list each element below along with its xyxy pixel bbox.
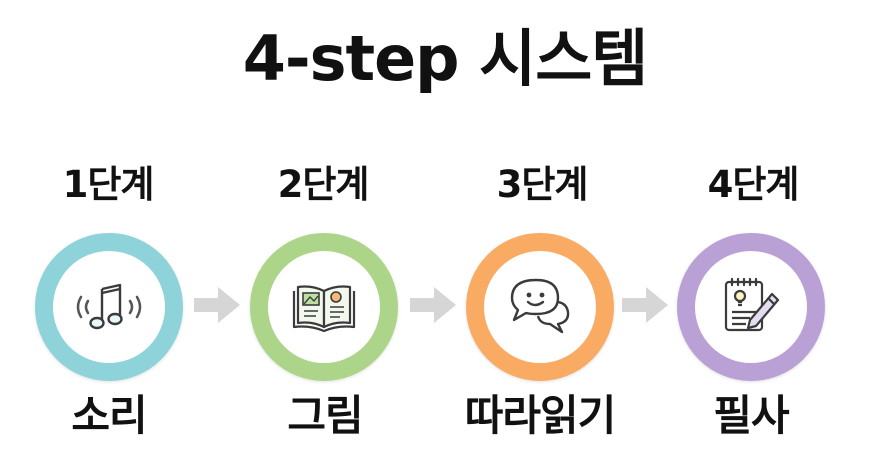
- step-4-ring: [677, 233, 825, 381]
- diagram-title: 4-step 시스템: [242, 22, 649, 95]
- arrow-1-icon: [192, 283, 242, 327]
- step-2-name: 그림: [287, 391, 363, 440]
- step-4-label: 4단계: [707, 163, 800, 206]
- arrow-shape: [410, 287, 456, 323]
- arrow-3-icon: [620, 283, 670, 327]
- arrow-shape: [622, 287, 668, 323]
- step-2-label: 2단계: [277, 163, 370, 206]
- step-1-name: 소리: [71, 391, 147, 440]
- notepad-pencil-icon: [724, 277, 780, 332]
- speech-bubbles-icon: [510, 278, 570, 334]
- step-1-ring: [35, 233, 183, 381]
- step-2-ring: [250, 233, 398, 381]
- step-3-name: 따라읽기: [464, 391, 617, 440]
- arrow-shape: [194, 287, 240, 323]
- picture-book-icon: [292, 285, 356, 333]
- music-note-icon: [76, 283, 142, 330]
- step-3-label: 3단계: [496, 163, 589, 206]
- step-3-ring: [466, 233, 614, 381]
- arrow-2-icon: [408, 283, 458, 327]
- step-4-name: 필사: [713, 391, 789, 440]
- step-1-label: 1단계: [62, 163, 155, 206]
